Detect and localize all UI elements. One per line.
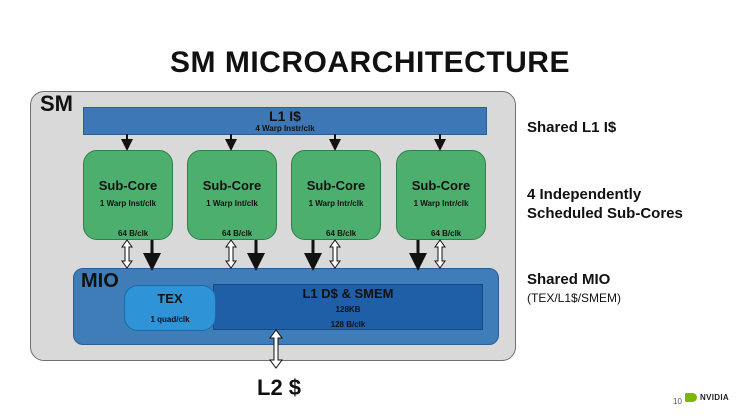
subcore-rate: 1 Warp Int/clk: [206, 199, 258, 208]
subcore-block: Sub-Core 1 Warp Intr/clk 64 B/clk: [396, 150, 486, 240]
subcore-bandwidth: 64 B/clk: [222, 229, 253, 238]
l1-dcache-smem-block: L1 D$ & SMEM 128KB 128 B/clk: [213, 284, 483, 330]
subcore-bandwidth: 64 B/clk: [431, 229, 462, 238]
page-number: 10: [673, 397, 682, 406]
l1-dcache-size: 128KB: [335, 305, 361, 314]
l1-dcache-name: L1 D$ & SMEM: [302, 286, 394, 301]
sm-label: SM: [40, 91, 73, 116]
subcore-rate: 1 Warp Intr/clk: [413, 199, 469, 208]
subcore-name: Sub-Core: [306, 178, 366, 193]
side-label-l1i: Shared L1 I$: [527, 119, 617, 136]
l1-dcache-rate: 128 B/clk: [330, 320, 366, 329]
subcore-name: Sub-Core: [411, 178, 471, 193]
l1-icache-rate: 4 Warp Instr/clk: [255, 124, 315, 133]
subcore-rate: 1 Warp Inst/clk: [99, 199, 157, 208]
side-label-subcores-line2: Scheduled Sub-Cores: [527, 205, 683, 222]
subcore-name: Sub-Core: [202, 178, 262, 193]
tex-name: TEX: [157, 291, 183, 306]
tex-block: TEX 1 quad/clk: [124, 285, 216, 331]
subcore-bandwidth: 64 B/clk: [118, 229, 149, 238]
page-title: SM MICROARCHITECTURE: [170, 46, 570, 79]
side-label-mio-sub: (TEX/L1$/SMEM): [527, 291, 622, 305]
mio-label: MIO: [81, 270, 119, 292]
tex-rate: 1 quad/clk: [150, 315, 190, 324]
subcore-name: Sub-Core: [98, 178, 158, 193]
side-label-subcores-line1: 4 Independently: [527, 186, 642, 203]
nvidia-logo: NVIDIA: [685, 393, 729, 402]
l2-cache-label: L2 $: [257, 375, 302, 400]
subcore-rate: 1 Warp Intr/clk: [308, 199, 364, 208]
l1-icache-name: L1 I$: [269, 108, 301, 124]
nvidia-wordmark: NVIDIA: [700, 393, 729, 402]
subcore-mio-bidirectional-arrow: [121, 239, 446, 269]
subcore-block: Sub-Core 1 Warp Inst/clk 64 B/clk: [83, 150, 173, 240]
l1-icache-block: L1 I$ 4 Warp Instr/clk: [83, 107, 487, 135]
subcore-bandwidth: 64 B/clk: [326, 229, 357, 238]
subcore-block: Sub-Core 1 Warp Int/clk 64 B/clk: [187, 150, 277, 240]
side-label-mio: Shared MIO: [527, 271, 611, 288]
nvidia-eye-icon: [685, 393, 697, 402]
subcore-block: Sub-Core 1 Warp Intr/clk 64 B/clk: [291, 150, 381, 240]
mio-l2-bidirectional-arrow: [269, 329, 283, 369]
